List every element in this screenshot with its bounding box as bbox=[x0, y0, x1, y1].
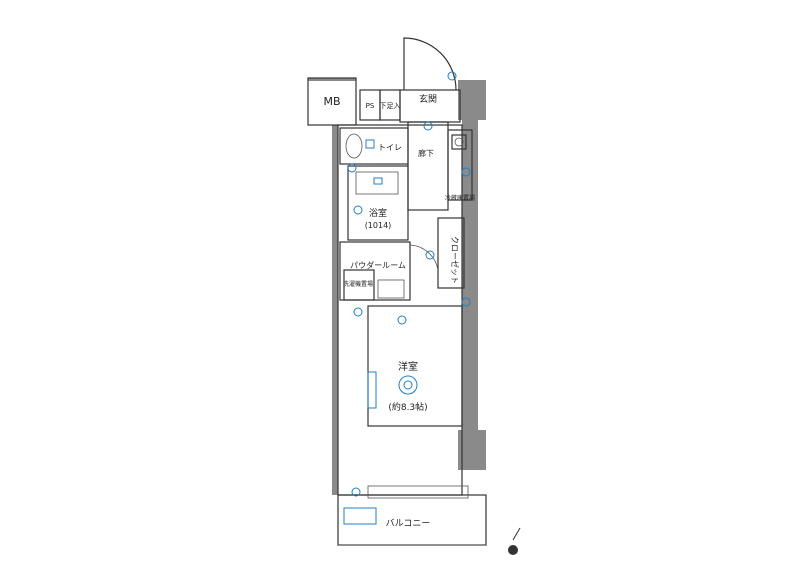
wall-block-bottom-right bbox=[458, 430, 486, 470]
outlet-icon bbox=[347, 163, 357, 173]
outlet-icon bbox=[423, 121, 433, 131]
wall-block-top-right bbox=[458, 80, 486, 120]
sink-icon bbox=[451, 134, 467, 150]
room-label-closet: クローゼット bbox=[450, 236, 460, 284]
wall-right bbox=[462, 120, 478, 430]
outlet-icon bbox=[447, 71, 457, 81]
toilet-bowl-icon bbox=[345, 133, 363, 159]
room-label-hallway: 廊下 bbox=[418, 148, 434, 158]
light-fixture-center-icon bbox=[403, 380, 413, 390]
bath-fan-icon bbox=[373, 177, 383, 185]
mb-box bbox=[307, 77, 357, 126]
room-label-washer: 洗濯機置場 bbox=[343, 280, 373, 288]
closet-door-swing bbox=[409, 244, 439, 271]
vanity-icon bbox=[377, 279, 405, 299]
powder-room bbox=[339, 241, 411, 301]
drain-icon bbox=[454, 137, 464, 147]
outlet-icon bbox=[461, 297, 471, 307]
outlet-icon bbox=[351, 487, 361, 497]
hallway-area bbox=[407, 121, 449, 211]
outlet-icon bbox=[425, 250, 435, 260]
room-label-balcony: バルコニー bbox=[386, 518, 431, 529]
closet-box bbox=[437, 217, 465, 289]
room-label-bath-size: (1014) bbox=[365, 221, 392, 230]
washer-box bbox=[343, 269, 375, 301]
room-label-powder-room: パウダールーム bbox=[350, 260, 406, 270]
window-icon bbox=[367, 371, 377, 409]
western-room-box bbox=[367, 305, 463, 427]
fan-icon bbox=[365, 139, 375, 149]
outlet-icon bbox=[353, 205, 363, 215]
outlet-icon bbox=[353, 307, 363, 317]
sash-window bbox=[367, 485, 469, 499]
room-label-bath: 浴室 bbox=[369, 207, 387, 219]
unit-outline bbox=[337, 124, 463, 496]
room-label-entrance: 玄関 bbox=[419, 93, 437, 105]
bathtub-icon bbox=[355, 171, 399, 195]
room-label-toilet: トイレ bbox=[378, 143, 402, 152]
room-label-shoe-storage: 下足入 bbox=[380, 102, 401, 110]
room-label-western-room-size: (約8.3帖) bbox=[388, 401, 427, 413]
room-label-western-room: 洋室 bbox=[398, 360, 418, 373]
bath-room bbox=[347, 165, 409, 241]
door-swing-icon bbox=[403, 37, 457, 91]
fridge-area bbox=[447, 129, 473, 201]
ac-unit-icon bbox=[343, 507, 377, 525]
outlet-icon bbox=[397, 315, 407, 325]
wall-left bbox=[332, 125, 338, 495]
compass-icon bbox=[508, 527, 521, 555]
room-label-ps: PS bbox=[366, 102, 375, 110]
wall-mb-top bbox=[308, 78, 356, 81]
outlet-icon bbox=[461, 167, 471, 177]
room-label-mb: MB bbox=[323, 95, 340, 108]
room-label-fridge: 冷蔵庫置場 bbox=[445, 194, 475, 202]
light-fixture-icon bbox=[398, 375, 418, 395]
